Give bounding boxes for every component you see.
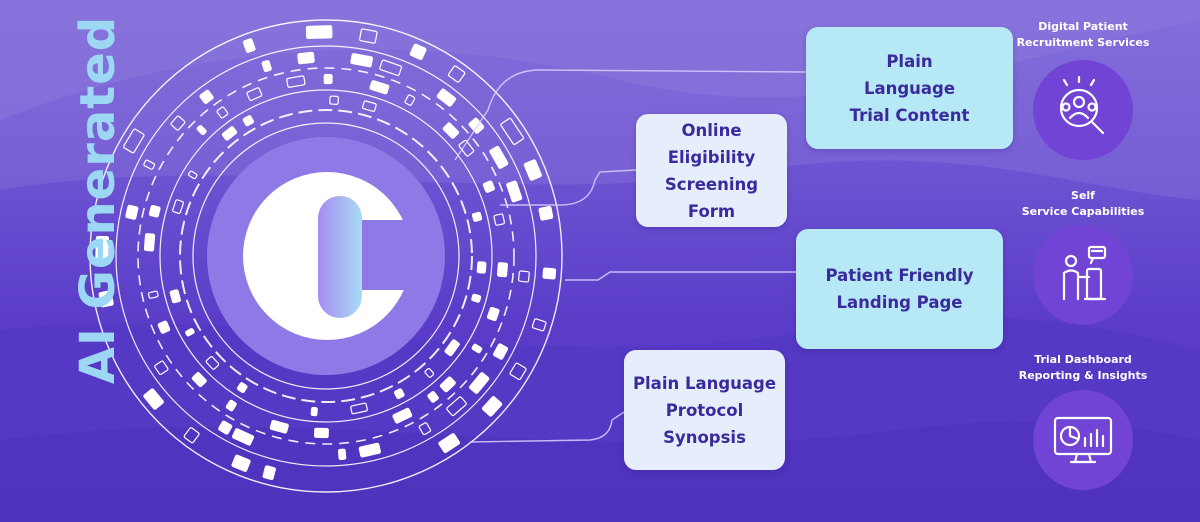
- service-label-recruitment: Digital Patient Recruitment Services: [1016, 20, 1150, 49]
- feature-label: Plain Language Trial Content: [849, 51, 970, 125]
- service-label-self-service: Self Service Capabilities: [1021, 189, 1145, 218]
- service-label-dashboard: Trial Dashboard Reporting & Insights: [1018, 353, 1148, 382]
- recruitment-search-icon: [1033, 60, 1133, 160]
- feature-label: Online Eligibility Screening Form: [664, 120, 759, 221]
- ai-generated-title: AI Generated: [70, 15, 126, 385]
- dashboard-chart-icon: [1033, 390, 1133, 490]
- c-logo-icon: [243, 172, 411, 340]
- feature-box-protocol-synopsis: Plain Language Protocol Synopsis: [624, 350, 785, 470]
- feature-box-landing-page: Patient Friendly Landing Page: [796, 229, 1003, 349]
- feature-label: Plain Language Protocol Synopsis: [632, 373, 777, 447]
- feature-box-eligibility: Online Eligibility Screening Form: [636, 114, 787, 227]
- feature-box-plain-language: Plain Language Trial Content: [806, 27, 1013, 149]
- feature-label: Patient Friendly Landing Page: [825, 266, 974, 312]
- self-service-kiosk-icon: [1033, 225, 1133, 325]
